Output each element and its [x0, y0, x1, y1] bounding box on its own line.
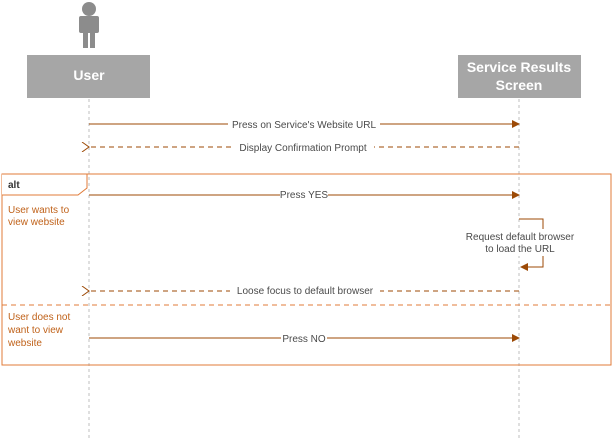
alt-guard-label: want to view: [7, 325, 64, 336]
self-message-label: to load the URL: [485, 244, 555, 255]
message-label: Press NO: [282, 334, 326, 345]
message-label: Loose focus to default browser: [237, 286, 374, 297]
service-header-label-line2: Screen: [496, 77, 543, 93]
user-header-label: User: [73, 67, 105, 83]
alt-fragment-label: alt: [8, 180, 20, 191]
message-label: Display Confirmation Prompt: [239, 143, 366, 154]
alt-guard-label: User does not: [8, 312, 70, 323]
alt-guard-label: User wants to: [8, 205, 70, 216]
message-label: Press on Service's Website URL: [232, 120, 376, 131]
alt-fragment-tab: [2, 173, 88, 196]
person-icon: [79, 2, 99, 48]
user-header: [27, 55, 150, 98]
service-header: [458, 55, 581, 98]
alt-fragment: [1, 173, 612, 366]
alt-guard-label: view website: [8, 217, 65, 228]
service-header-label-line1: Service Results: [467, 59, 571, 75]
message-label: Press YES: [280, 190, 328, 201]
self-message-label: Request default browser: [466, 232, 575, 243]
alt-guard-label: website: [7, 338, 42, 349]
